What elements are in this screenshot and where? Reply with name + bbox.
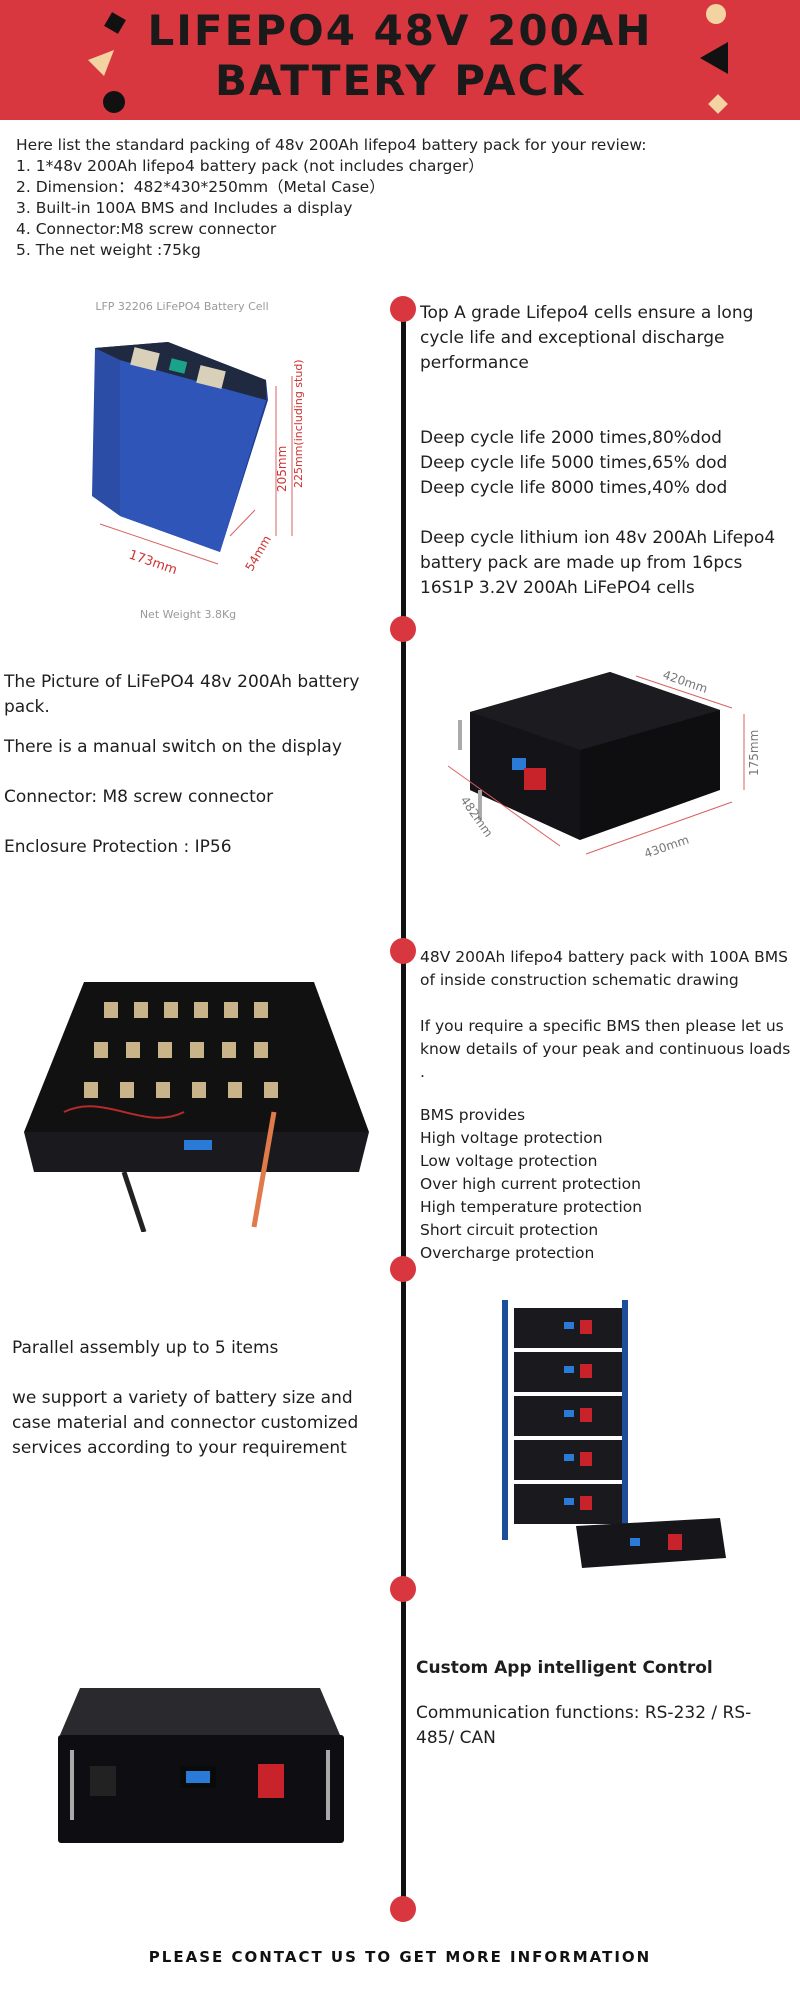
timeline-dot-icon bbox=[390, 1576, 416, 1602]
intro-item: 5. The net weight :75kg bbox=[16, 241, 201, 259]
section1-text2: Deep cycle lithium ion 48v 200Ah Lifepo4… bbox=[420, 528, 776, 598]
intro-list: Here list the standard packing of 48v 20… bbox=[16, 135, 776, 261]
cell-net-weight: Net Weight 3.8Kg bbox=[140, 608, 236, 620]
timeline-dot-icon bbox=[390, 616, 416, 642]
triangle-icon bbox=[700, 42, 728, 74]
section4-text: Parallel assembly up to 5 items we suppo… bbox=[12, 1336, 392, 1461]
section2-line: There is a manual switch on the display bbox=[4, 737, 342, 757]
section3-text2: If you require a specific BMS then pleas… bbox=[420, 1017, 791, 1081]
section3-text1: 48V 200Ah lifepo4 battery pack with 100A… bbox=[420, 948, 788, 989]
intro-item: 4. Connector:M8 screw connector bbox=[16, 220, 277, 238]
section5-text: Custom App intelligent Control Communica… bbox=[416, 1656, 786, 1751]
timeline-dot-icon bbox=[390, 938, 416, 964]
bms-item: High voltage protection bbox=[420, 1129, 603, 1147]
bms-item: Overcharge protection bbox=[420, 1244, 595, 1262]
pack-dim-height: 175mm bbox=[747, 730, 761, 776]
bms-item: Low voltage protection bbox=[420, 1152, 598, 1170]
pack-dim-width: 430mm bbox=[642, 833, 690, 861]
timeline-dot-icon bbox=[390, 296, 416, 322]
circle-icon bbox=[103, 91, 125, 113]
pack-dim-depth: 420mm bbox=[661, 668, 709, 696]
circle-icon bbox=[706, 4, 726, 24]
cell-caption: LFP 32206 LiFePO4 Battery Cell bbox=[95, 300, 268, 313]
battery-pack-image: 420mm 175mm 430mm 482mm bbox=[447, 668, 761, 861]
triangle-icon bbox=[88, 50, 114, 76]
section1-text: Top A grade Lifepo4 cells ensure a long … bbox=[420, 301, 792, 601]
cycle-line: Deep cycle life 2000 times,80%dod bbox=[420, 428, 722, 448]
section4-text1: Parallel assembly up to 5 items bbox=[12, 1338, 279, 1358]
section5-text: Communication functions: RS-232 / RS-485… bbox=[416, 1703, 752, 1748]
cell-dim-width: 173mm bbox=[127, 548, 179, 579]
diamond-icon bbox=[708, 94, 728, 114]
timeline-dot-icon bbox=[390, 1256, 416, 1282]
timeline-dot-icon bbox=[390, 1896, 416, 1922]
section1-text1: Top A grade Lifepo4 cells ensure a long … bbox=[420, 303, 754, 373]
title-line-2: BATTERY PACK bbox=[214, 56, 586, 105]
section2-line: Enclosure Protection : IP56 bbox=[4, 837, 232, 857]
bms-item: Short circuit protection bbox=[420, 1221, 599, 1239]
title-line-1: LIFEPO4 48V 200AH bbox=[147, 6, 653, 55]
section2-text: The Picture of LiFePO4 48v 200Ah battery… bbox=[4, 670, 394, 860]
pack-dim-side: 482mm bbox=[458, 794, 496, 840]
bms-title: BMS provides bbox=[420, 1106, 526, 1124]
bms-item: High temperature protection bbox=[420, 1198, 643, 1216]
intro-item: 2. Dimension：482*430*250mm（Metal Case） bbox=[16, 178, 385, 196]
cycle-line: Deep cycle life 8000 times,40% dod bbox=[420, 478, 728, 498]
section5-title: Custom App intelligent Control bbox=[416, 1658, 713, 1678]
section3-text: 48V 200Ah lifepo4 battery pack with 100A… bbox=[420, 946, 795, 1265]
cell-dim-depth: 54mm bbox=[242, 533, 273, 573]
intro-item: 1. 1*48v 200Ah lifepo4 battery pack (not… bbox=[16, 157, 484, 175]
cell-dim-total: 225mm(including stud) bbox=[292, 359, 305, 488]
section2-line: Connector: M8 screw connector bbox=[4, 787, 274, 807]
bms-item: Over high current protection bbox=[420, 1175, 641, 1193]
battery-rack-image bbox=[502, 1300, 726, 1568]
cell-dim-height: 205mm bbox=[275, 446, 289, 492]
diamond-icon bbox=[104, 12, 126, 34]
contact-footer: PLEASE CONTACT US TO GET MORE INFORMATIO… bbox=[148, 1948, 652, 1966]
intro-lead: Here list the standard packing of 48v 20… bbox=[16, 136, 647, 154]
battery-internal-image bbox=[24, 982, 369, 1232]
intro-item: 3. Built-in 100A BMS and Includes a disp… bbox=[16, 199, 353, 217]
timeline-line bbox=[401, 305, 406, 1910]
section4-text2: we support a variety of battery size and… bbox=[12, 1388, 359, 1458]
battery-front-image bbox=[58, 1688, 344, 1843]
cycle-line: Deep cycle life 5000 times,65% dod bbox=[420, 453, 728, 473]
header-banner: LIFEPO4 48V 200AH BATTERY PACK bbox=[0, 0, 800, 120]
battery-cell-image: LFP 32206 LiFePO4 Battery Cell 173mm 54m… bbox=[92, 300, 305, 620]
page-title: LIFEPO4 48V 200AH BATTERY PACK bbox=[0, 6, 800, 106]
section2-line: The Picture of LiFePO4 48v 200Ah battery… bbox=[4, 672, 360, 717]
